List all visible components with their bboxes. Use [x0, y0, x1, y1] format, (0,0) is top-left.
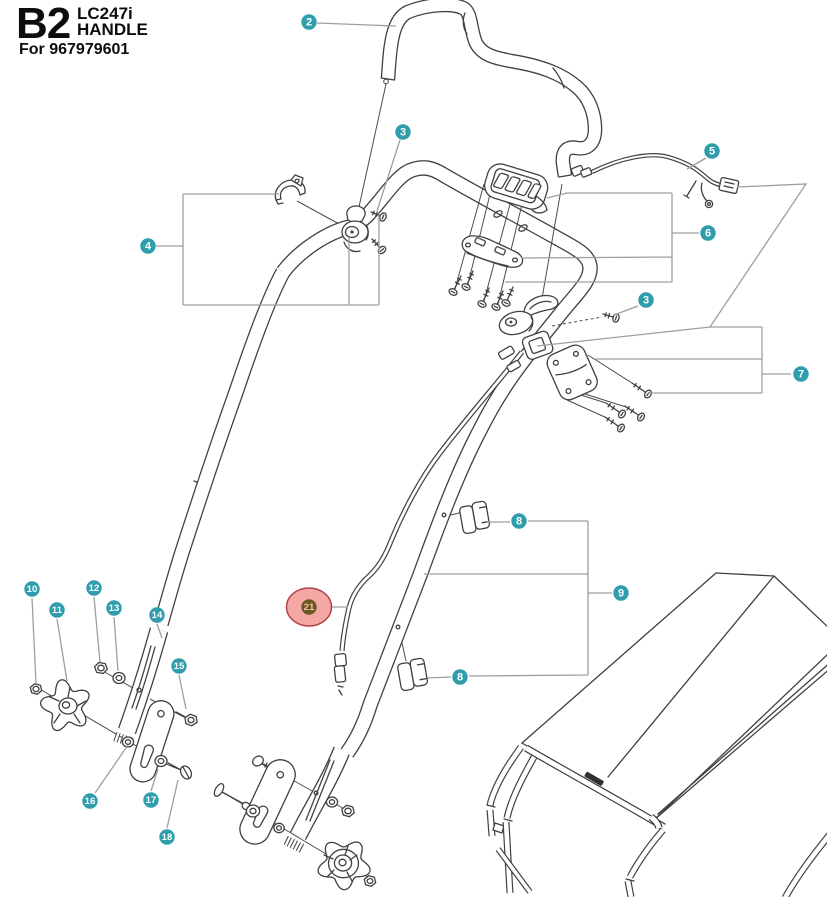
callout-3[interactable]: 3: [638, 292, 654, 308]
callout-number: 6: [705, 228, 711, 240]
callout-number: 8: [457, 672, 463, 684]
callout-10[interactable]: 10: [24, 581, 40, 597]
callout-number: 15: [174, 661, 185, 672]
callout-number: 12: [89, 583, 100, 594]
callout-4[interactable]: 4: [140, 238, 156, 254]
callout-circle: [704, 143, 720, 159]
callout-number: 16: [85, 796, 96, 807]
callout-circle: [106, 600, 122, 616]
centre-pivot-hardware: [213, 755, 377, 891]
applies-to-label: For 967979601: [19, 41, 130, 58]
cable-clip-lower: [397, 657, 429, 692]
screw-3c: [602, 312, 620, 323]
callout-circle: [638, 292, 654, 308]
callout-number: 18: [162, 832, 173, 843]
callout-9[interactable]: 9: [613, 585, 629, 601]
left-pivot-hardware: [29, 661, 198, 783]
callout-circle: [159, 829, 175, 845]
callout-circle: [793, 366, 809, 382]
callout-17[interactable]: 17: [143, 792, 159, 808]
callout-circle: [301, 599, 317, 615]
callout-number: 21: [304, 602, 315, 613]
callout-circle: [143, 792, 159, 808]
page-section-code: B2: [16, 0, 71, 48]
callout-number: 3: [400, 127, 406, 139]
callout-number: 14: [152, 610, 163, 621]
callout-2[interactable]: 2: [301, 14, 317, 30]
model-name: LC247i: [77, 4, 133, 23]
grass-catcher-frame: [486, 572, 827, 897]
keypad-bracket: [461, 235, 524, 268]
callout-circle: [171, 658, 187, 674]
callout-7[interactable]: 7: [793, 366, 809, 382]
callout-11[interactable]: 11: [49, 602, 65, 618]
callout-circle: [452, 669, 468, 685]
callout-21-highlighted[interactable]: 21: [285, 587, 333, 627]
wire-cable: [333, 350, 525, 696]
callout-8[interactable]: 8: [511, 513, 527, 529]
keypad-screw-3: [477, 287, 491, 308]
wiring-harness: [570, 153, 740, 209]
callout-circle: [395, 124, 411, 140]
keypad-screw-1: [448, 275, 462, 296]
callout-number: 11: [52, 605, 63, 616]
callout-circle: [511, 513, 527, 529]
cover-plate-screws: [604, 382, 653, 433]
handle-tubes: [118, 0, 603, 841]
callout-number: 4: [145, 241, 152, 253]
callout-5[interactable]: 5: [704, 143, 720, 159]
callout-13[interactable]: 13: [106, 600, 122, 616]
cover-screw-3: [624, 405, 646, 422]
callout-number: 7: [798, 369, 804, 381]
callout-6[interactable]: 6: [700, 225, 716, 241]
screw-3a: [370, 210, 387, 222]
callout-3[interactable]: 3: [395, 124, 411, 140]
callout-number: 8: [516, 516, 522, 528]
callout-18[interactable]: 18: [159, 829, 175, 845]
keypad-screw-5: [501, 286, 515, 307]
callout-circle: [613, 585, 629, 601]
callout-number: 17: [146, 795, 157, 806]
callout-circle: [24, 581, 40, 597]
cover-screw-1: [631, 382, 653, 399]
callout-14[interactable]: 14: [149, 607, 165, 623]
callout-8[interactable]: 8: [452, 669, 468, 685]
callout-circle: [140, 238, 156, 254]
cover-screw-4: [604, 416, 626, 433]
cover-screw-2: [605, 402, 627, 419]
parts-group-name: HANDLE: [77, 20, 148, 39]
callout-circle: [49, 602, 65, 618]
keypad-screws: [448, 270, 515, 311]
callout-number: 9: [618, 588, 624, 600]
leader-lines: [31, 22, 808, 829]
callout-number: 13: [109, 603, 120, 614]
lever-cover-plate: [546, 344, 598, 401]
callout-circle: [149, 607, 165, 623]
callout-number: 10: [27, 584, 38, 595]
keypad-pod: [483, 163, 549, 214]
handle-lower-brackets: [113, 645, 335, 853]
callout-circle: [700, 225, 716, 241]
callout-circle: [301, 14, 317, 30]
start-lever-assembly: [498, 294, 620, 373]
callouts-layer: 2 3 4 5 6 3 7 8 9 8 21 10 11 12 13 14 15 16 17 18: [24, 14, 809, 845]
keypad-screw-2: [461, 270, 475, 291]
callout-number: 2: [306, 17, 312, 29]
callout-circle: [82, 793, 98, 809]
callout-12[interactable]: 12: [86, 580, 102, 596]
callout-15[interactable]: 15: [171, 658, 187, 674]
callout-16[interactable]: 16: [82, 793, 98, 809]
callout-number: 5: [709, 146, 715, 158]
callout-circle: [86, 580, 102, 596]
callout-number: 3: [643, 295, 649, 307]
cable-clip-upper: [459, 500, 491, 535]
keypad-screw-4: [491, 290, 505, 311]
